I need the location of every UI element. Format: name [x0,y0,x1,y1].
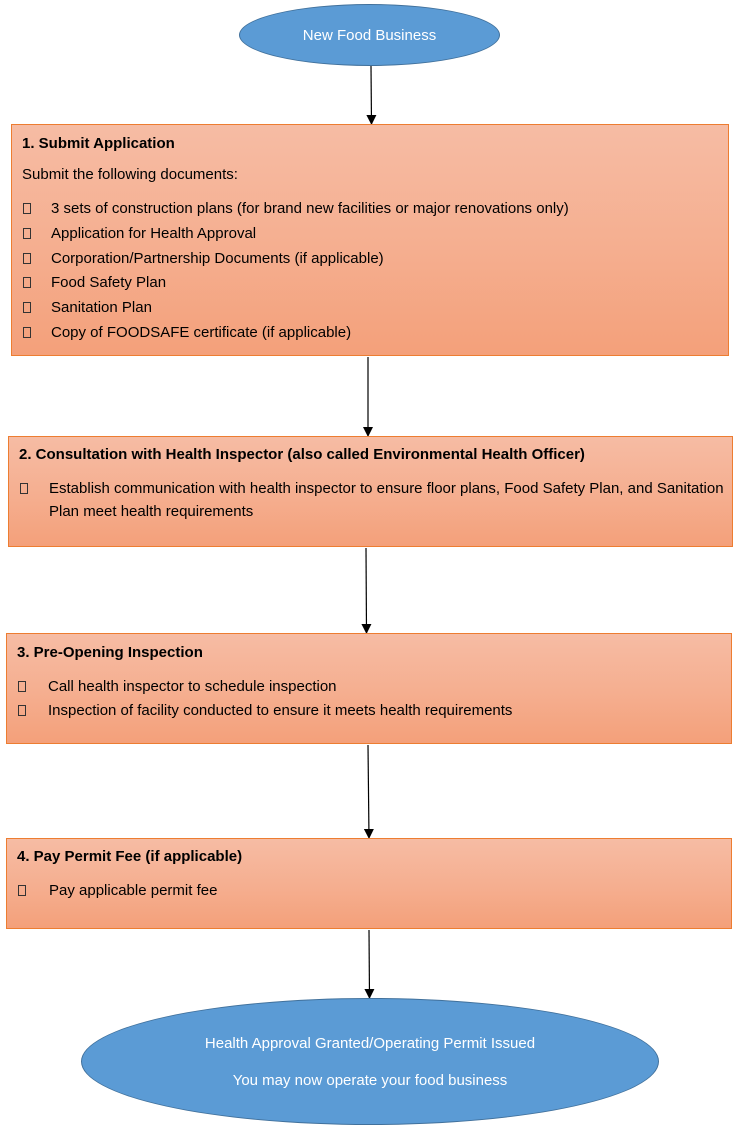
list-item: Application for Health Approval [22,222,728,247]
step-item-list: Pay applicable permit fee [17,879,731,904]
checkbox-bullet-icon [23,227,31,239]
step-pay-permit-fee: 4. Pay Permit Fee (if applicable) Pay ap… [6,838,732,929]
list-item-text: Sanitation Plan [51,299,152,317]
checkbox-bullet-icon [23,277,31,289]
list-item-text: 3 sets of construction plans (for brand … [51,200,569,217]
checkbox-bullet-icon [18,681,26,692]
arrow-step-2-to-step-3 [361,547,372,634]
list-item-text: Call health inspector to schedule inspec… [48,678,337,695]
checkbox-bullet-icon [23,302,31,314]
list-item: Sanitation Plan [22,296,728,321]
step-title: 4. Pay Permit Fee (if applicable) [17,848,243,865]
list-item: Pay applicable permit fee [17,879,731,904]
checkbox-bullet-icon [20,483,28,494]
checkbox-bullet-icon [23,252,31,264]
step-title: 2. Consultation with Health Inspector (a… [19,446,585,463]
step-title: 3. Pre-Opening Inspection [17,644,203,661]
end-node-title: Health Approval Granted/Operating Permit… [204,1034,536,1052]
step-item-list: Establish communication with health insp… [19,477,732,523]
arrow-start-to-step-1 [366,65,377,125]
arrow-step-4-to-end [364,929,375,999]
start-node: New Food Business [239,4,500,66]
list-item-text: Application for Health Approval [51,224,257,242]
arrow-step-3-to-step-4 [363,744,374,839]
list-item: Inspection of facility conducted to ensu… [17,699,731,723]
checkbox-bullet-icon [18,885,26,896]
step-submit-application: 1. Submit Application Submit the followi… [11,124,729,356]
step-consultation: 2. Consultation with Health Inspector (a… [8,436,733,547]
list-item: Establish communication with health insp… [19,477,732,523]
end-node-subtitle: You may now operate your food business [232,1071,508,1089]
step-title: 1. Submit Application [22,135,175,152]
step-pre-opening-inspection: 3. Pre-Opening Inspection Call health in… [6,633,732,744]
step-item-list: Call health inspector to schedule inspec… [17,675,731,723]
list-item: Corporation/Partnership Documents (if ap… [22,247,728,272]
list-item-text: Food Safety Plan [51,274,167,292]
start-node-label: New Food Business [302,26,437,44]
list-item-text: Establish communication with health insp… [49,480,724,520]
list-item: Food Safety Plan [22,271,728,296]
list-item-text: Copy of FOODSAFE certificate (if applica… [51,323,352,341]
step-intro: Submit the following documents: [22,166,238,183]
step-item-list: 3 sets of construction plans (for brand … [22,197,728,346]
list-item-text: Corporation/Partnership Documents (if ap… [51,249,384,267]
list-item: Call health inspector to schedule inspec… [17,675,731,699]
list-item-text: Inspection of facility conducted to ensu… [48,702,513,719]
checkbox-bullet-icon [18,705,26,716]
list-item: 3 sets of construction plans (for brand … [22,197,728,222]
end-node: Health Approval Granted/Operating Permit… [81,998,659,1125]
checkbox-bullet-icon [23,203,31,214]
list-item-text: Pay applicable permit fee [49,882,218,899]
checkbox-bullet-icon [23,326,31,338]
list-item: Copy of FOODSAFE certificate (if applica… [22,321,728,346]
